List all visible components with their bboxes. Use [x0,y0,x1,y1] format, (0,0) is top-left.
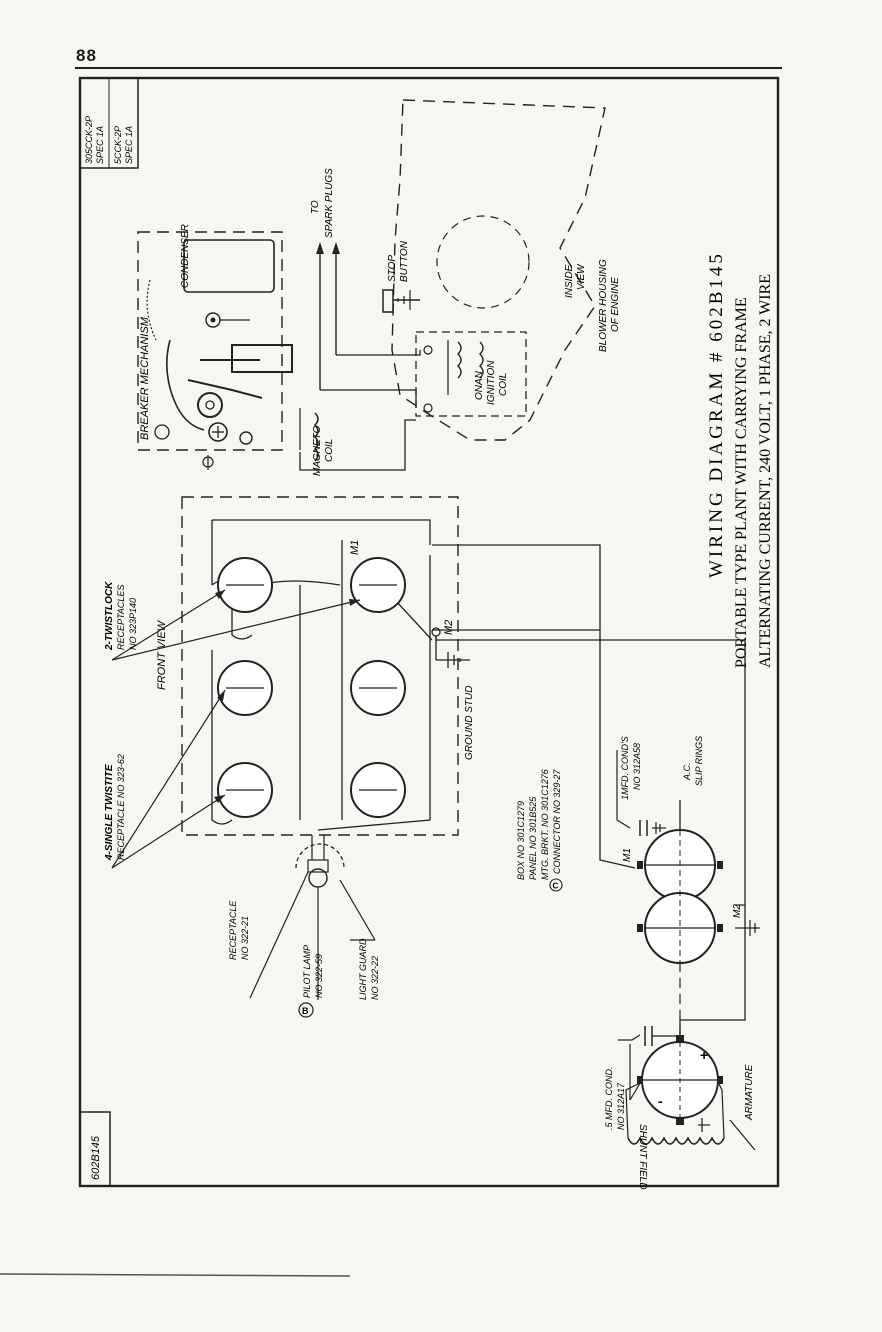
drawing-border [78,76,780,1188]
single-twistite-label-1: 4-SINGLE TWISTITE [104,764,115,861]
one-mfd-label-1: 1MFD. COND'S [620,736,630,800]
box-label-2: PANEL NO 301B525 [528,796,538,880]
twistlock-label-1: 2-TWISTLOCK [104,581,115,651]
pilot-lamp-label-1: PILOT LAMP [302,945,312,998]
inside-view-label-2: VIEW [576,263,587,290]
drawing-number-box: 602B145 [79,1111,111,1187]
ground-stud-label: GROUND STUD [464,686,475,760]
receptacle-callout: RECEPTACLE NO 322-21 [228,900,250,960]
spark-plugs-label-2: SPARK PLUGS [324,168,335,238]
shunt-field: SHUNT FIELD [625,1081,725,1190]
ac-slip-label-1: A.C. [682,762,692,781]
twistlock-label-2: RECEPTACLES [116,585,126,650]
half-mfd-label-1: .5 MFD. COND. [604,1066,614,1130]
m1-label: M1 [349,540,361,555]
receptacle-label-1: RECEPTACLE [228,900,238,960]
armature-plus: + [700,1047,708,1063]
twistlock-label-3: NO 323P140 [128,598,138,650]
ac-slip-rings: A.C. SLIP RINGS M1 M2 [622,736,760,964]
stop-button-label-2: BUTTON [399,240,410,282]
shunt-field-label: SHUNT FIELD [637,1124,648,1190]
light-guard-callout: LIGHT GUARD NO 322-22 [358,938,380,1000]
box-parts-list: BOX NO 301C1279 PANEL NO 301B525 MTG. BR… [516,769,563,892]
condenser [183,239,275,293]
drawing-number: 602B145 [90,1135,102,1180]
twistite-receptacle-2 [350,660,406,716]
armature: + - ARMATURE [637,905,756,1151]
box-label-3: MTG. BRKT. NO 301C1276 [540,769,550,880]
model-number-box: 305CCK-2P SPEC 1A 5CCK-2P SPEC 1A [79,77,139,169]
page-number: 88 [76,46,97,65]
ac-slip-label-2: SLIP RINGS [694,736,704,786]
half-mfd-label-2: NO 312A17 [616,1082,626,1130]
armature-minus: - [658,1093,663,1109]
ground-stud: GROUND STUD [435,636,475,760]
title-line-1: WIRING DIAGRAM # 602B145 [706,251,727,578]
inside-view-label-1: INSIDE [564,264,575,298]
receptacle-label-2: NO 322-21 [240,916,250,960]
spark-plugs-label-1: TO [310,200,321,214]
magneto-coil: MAGNETO COIL [299,408,416,476]
single-twistite-label-2: RECEPTACLE NO 323-62 [116,754,126,860]
single-twistite-callout: 4-SINGLE TWISTITE RECEPTACLE NO 323-62 [104,689,226,869]
bottom-rule [0,1273,351,1277]
flywheel-outline [436,215,530,309]
breaker-mechanism: CONDENSER BREAKER MECHANISM [137,224,293,470]
pilot-lamp-assembly [249,835,376,1000]
light-guard-label-1: LIGHT GUARD [358,938,368,1000]
twistite-receptacle-3 [217,762,273,818]
ignition-coil-label-2: IGNITION [486,360,497,405]
model-line-4: SPEC 1A [124,126,134,164]
diagram-title: WIRING DIAGRAM # 602B145 PORTABLE TYPE P… [706,251,774,668]
ignition-coil-label-1: ONAN [474,370,485,400]
light-guard-label-2: NO 322-22 [370,956,380,1000]
title-line-3: ALTERNATING CURRENT, 240 VOLT, 1 PHASE, … [757,274,774,668]
front-view-label: FRONT VIEW [156,619,168,690]
model-line-3: 5CCK-2P [113,126,123,164]
slip-m1-label: M1 [622,848,633,862]
twistlock-callout: 2-TWISTLOCK RECEPTACLES NO 323P140 [104,581,361,661]
receptacle-panel: FRONT VIEW [156,496,459,836]
twistlock-receptacle-1 [217,557,273,613]
stop-button-label-1: STOP [387,255,398,282]
blower-housing-label-2: OF ENGINE [610,277,621,332]
condenser-label: CONDENSER [180,224,191,288]
terminal-m2 [431,627,441,637]
model-line-1: 305CCK-2P [84,116,94,164]
output-leads [435,630,746,906]
twistite-receptacle-4 [350,762,406,818]
breaker-mechanism-label: BREAKER MECHANISM [139,316,151,440]
pilot-lamp-badge: B [302,1006,309,1016]
ignition-coil-label-3: COIL [498,373,509,396]
blower-housing-label-1: BLOWER HOUSING [598,259,609,352]
one-mfd-condensers: 1MFD. COND'S NO 312A58 [616,736,666,836]
one-mfd-label-2: NO 312A58 [632,743,642,790]
pilot-lamp-label-2: NO 322-59 [314,954,324,998]
twistlock-receptacle-2 [350,557,406,613]
twistite-receptacle-1 [217,660,273,716]
box-badge: C [553,882,559,891]
title-line-2: PORTABLE TYPE PLANT WITH CARRYING FRAME [733,297,750,668]
blower-housing: INSIDE VIEW BLOWER HOUSING OF ENGINE [391,99,621,441]
model-line-2: SPEC 1A [95,126,105,164]
stop-button: STOP BUTTON [382,240,420,313]
box-label-1: BOX NO 301C1279 [516,801,526,880]
magneto-label-2: COIL [324,439,335,462]
spark-plug-leads: TO SPARK PLUGS [310,168,421,408]
box-label-4: CONNECTOR NO 329-27 [552,769,562,874]
slip-m2-label: M2 [732,904,743,918]
pilot-lamp-callout: B PILOT LAMP NO 322-59 [298,945,324,1018]
armature-label: ARMATURE [744,1064,755,1121]
magneto-label-1: MAGNETO [312,425,323,476]
m2-label: M2 [443,620,455,635]
ignition-coil: ONAN IGNITION COIL [415,331,527,417]
